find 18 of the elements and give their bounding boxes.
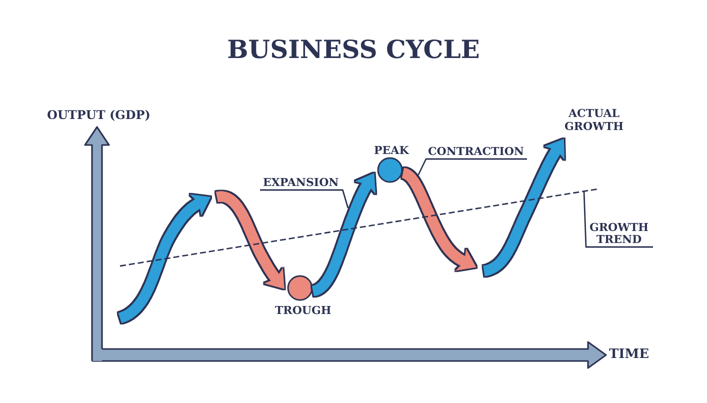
axis-label: TIME	[609, 348, 650, 362]
falling-arrow	[400, 168, 476, 271]
point-label: PEAK	[374, 145, 409, 157]
rising-arrow	[310, 173, 376, 296]
leader-line	[417, 158, 527, 176]
peak-marker-icon	[377, 157, 403, 183]
title: BUSINESS CYCLE	[227, 36, 480, 64]
leader-line	[583, 191, 653, 248]
axis-label: OUTPUT (GDP)	[47, 109, 150, 122]
falling-arrow	[214, 191, 284, 289]
point-label: TROUGH	[275, 305, 332, 317]
trough-marker-icon	[287, 275, 313, 301]
rising-arrow	[116, 194, 211, 323]
callout-label: EXPANSION	[263, 177, 339, 189]
leader-line	[260, 189, 349, 208]
callout-label: CONTRACTION	[428, 146, 524, 158]
curve-label: ACTUAL GROWTH	[563, 107, 625, 133]
callout-label: GROWTH TREND	[588, 222, 650, 246]
